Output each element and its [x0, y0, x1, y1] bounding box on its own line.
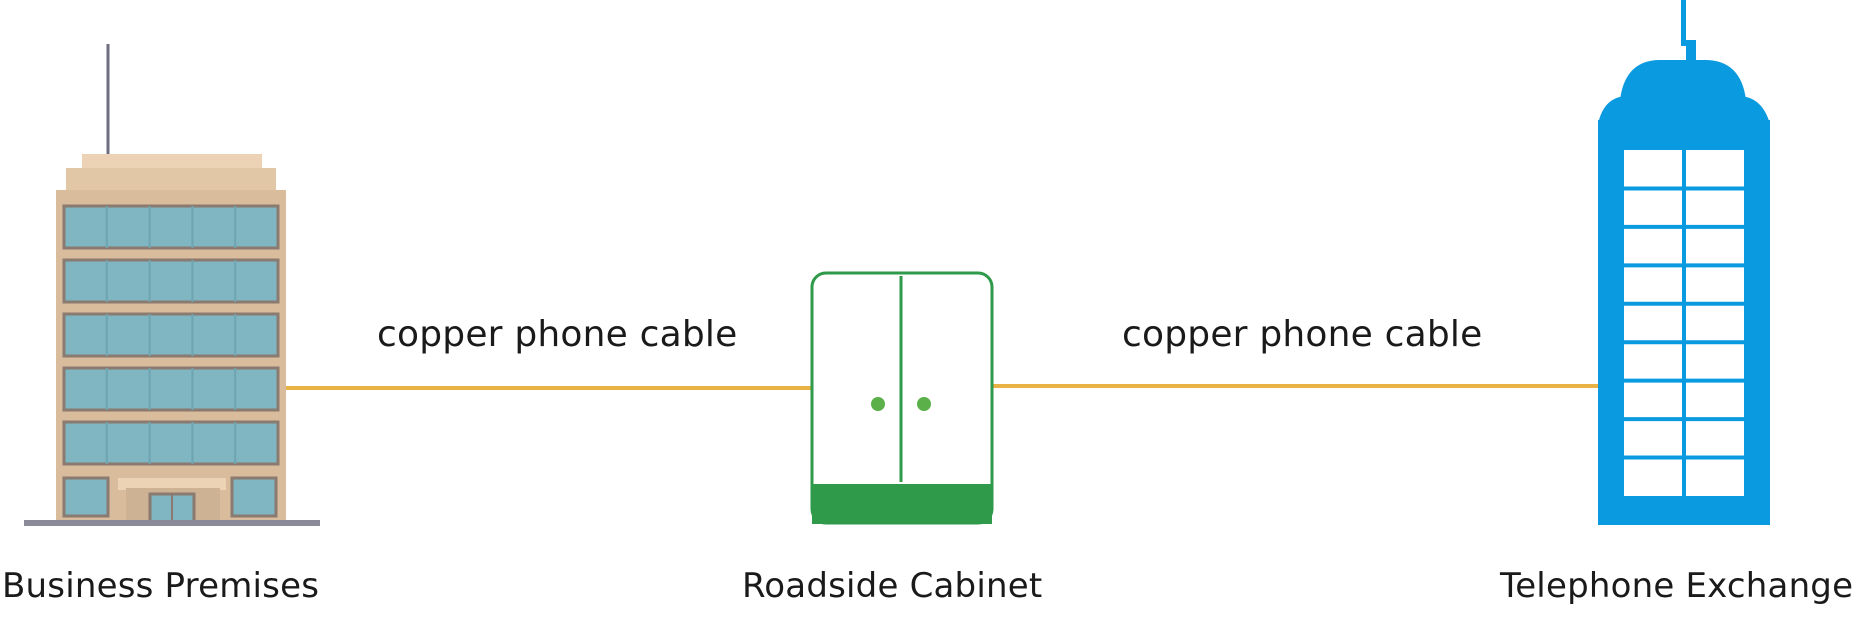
cable-label-right: copper phone cable	[1122, 314, 1483, 355]
cable-label-left: copper phone cable	[377, 314, 738, 355]
node-label-telephone-exchange: Telephone Exchange	[1500, 566, 1854, 606]
office-building-icon	[24, 44, 320, 526]
node-label-business-premises: Business Premises	[2, 566, 320, 606]
telephone-exchange-icon	[1598, 0, 1770, 525]
roadside-cabinet-icon	[810, 271, 994, 525]
node-label-roadside-cabinet: Roadside Cabinet	[742, 566, 1043, 606]
